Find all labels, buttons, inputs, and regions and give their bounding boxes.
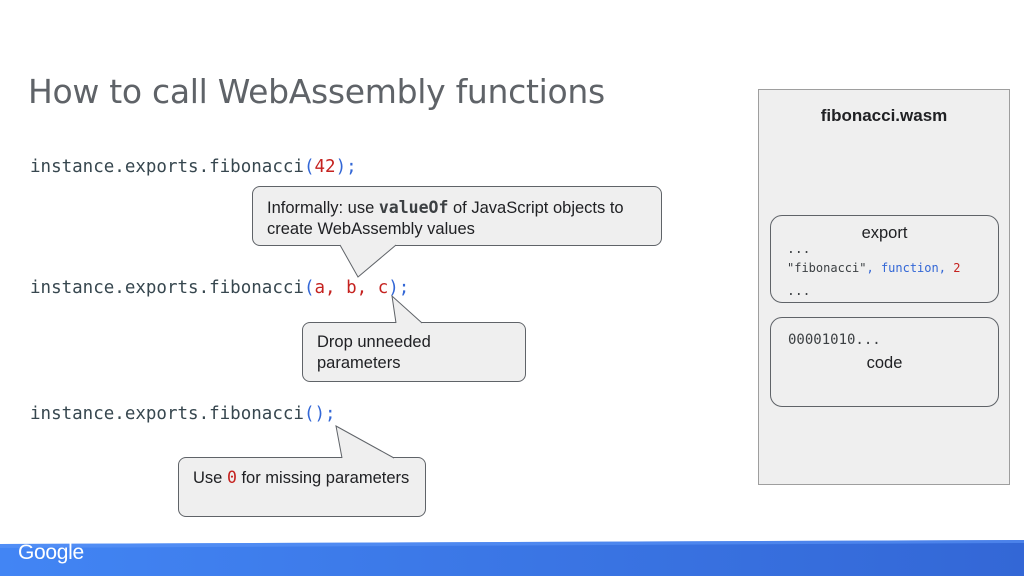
export-section: export ... "fibonacci", function, 2 ...: [770, 215, 999, 303]
code-paren-close: );: [388, 278, 410, 298]
code-line-2: instance.exports.fibonacci(a, b, c);: [30, 278, 409, 298]
export-kind: function: [880, 261, 939, 275]
export-sep: ,: [866, 261, 881, 275]
code-args: 42: [314, 157, 336, 177]
code-function: instance.exports.fibonacci: [30, 157, 304, 177]
code-paren-close: );: [335, 157, 357, 177]
export-ellipsis-top: ...: [787, 242, 811, 257]
code-paren: (: [303, 157, 315, 177]
callout-valueof: Informally: use valueOf of JavaScript ob…: [252, 186, 662, 246]
callout-missing-tail: [335, 425, 395, 459]
callout-text: of JavaScript objects to create WebAssem…: [267, 199, 624, 238]
callout-code: 0: [226, 468, 237, 487]
callout-text: Informally: use: [267, 199, 379, 217]
google-logo: Google: [18, 541, 84, 564]
wasm-file-title: fibonacci.wasm: [820, 106, 948, 125]
callout-missing: Use 0 for missing parameters: [178, 457, 426, 517]
code-paren: (: [303, 278, 315, 298]
export-index: 2: [953, 261, 961, 275]
code-paren-close: );: [314, 404, 336, 424]
code-section-label: code: [866, 354, 903, 372]
callout-text: Use: [193, 469, 227, 487]
code-line-1: instance.exports.fibonacci(42);: [30, 157, 357, 177]
code-line-3: instance.exports.fibonacci();: [30, 404, 336, 424]
export-name: "fibonacci": [787, 261, 867, 275]
export-sep: ,: [938, 261, 954, 275]
code-args: a, b, c: [314, 278, 389, 298]
callout-drop-tail: [391, 294, 423, 324]
code-paren: (: [303, 404, 315, 424]
callout-text: Drop unneeded parameters: [317, 333, 431, 372]
code-function: instance.exports.fibonacci: [30, 404, 304, 424]
code-section: 00001010... code: [770, 317, 999, 407]
callout-drop: Drop unneeded parameters: [302, 322, 526, 382]
code-bytes: 00001010...: [788, 332, 881, 348]
callout-code: valueOf: [378, 198, 449, 217]
callout-valueof-tail: [339, 244, 397, 278]
footer-strip: [0, 540, 1024, 576]
callout-text: for missing parameters: [236, 469, 410, 487]
export-entry: "fibonacci", function, 2: [787, 261, 960, 275]
code-function: instance.exports.fibonacci: [30, 278, 304, 298]
slide-title: How to call WebAssembly functions: [28, 72, 605, 111]
wasm-file-panel: fibonacci.wasm export ... "fibonacci", f…: [758, 89, 1010, 485]
export-section-label: export: [861, 224, 908, 242]
export-ellipsis-bottom: ...: [787, 284, 811, 299]
